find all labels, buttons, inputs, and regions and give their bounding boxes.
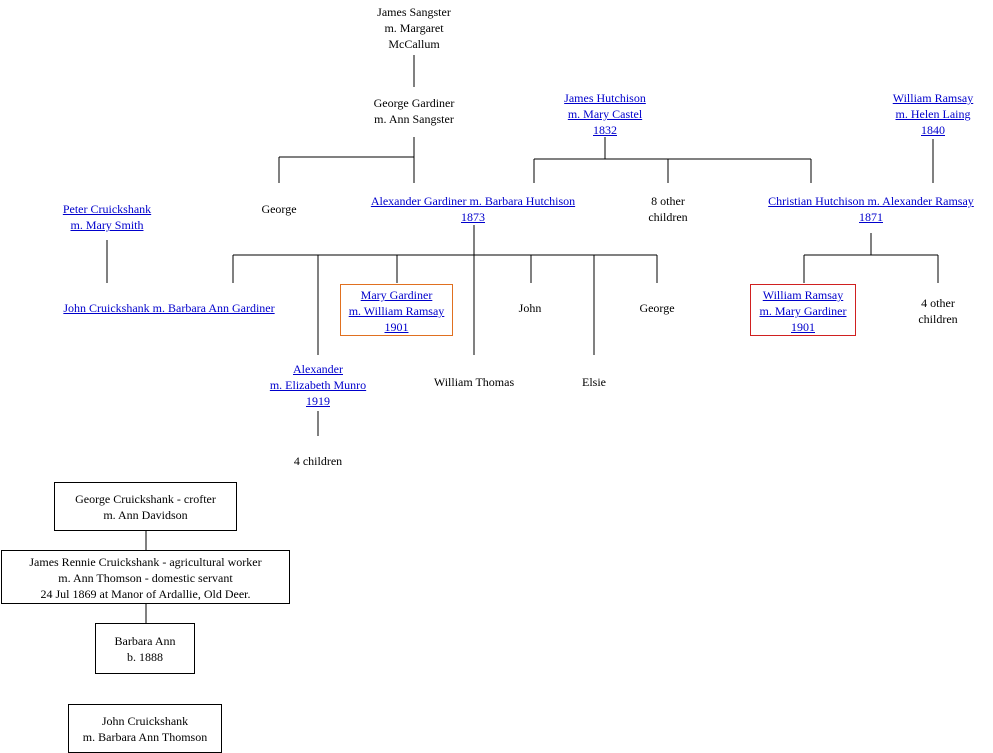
william-ramsay-jr-link-line1[interactable]: William Ramsay [762, 288, 844, 302]
william-ramsay-jr-link-year[interactable]: 1901 [791, 320, 815, 334]
person-william-ramsay-jr: William Ramsay m. Mary Gardiner 1901 [750, 284, 856, 336]
eight-other-children: 8 other children [648, 194, 688, 224]
alexander-gardiner-link[interactable]: Alexander Gardiner m. Barbara Hutchison [370, 194, 576, 208]
person-christian-hutchison: Christian Hutchison m. Alexander Ramsay … [743, 193, 993, 225]
william-ramsay-jr-link-line2[interactable]: m. Mary Gardiner [759, 304, 847, 318]
person-george-cruickshank: George Cruickshank - crofter m. Ann Davi… [54, 482, 237, 531]
william-ramsay-sr-link-line2[interactable]: m. Helen Laing [895, 107, 971, 121]
james-hutchison-link-line1[interactable]: James Hutchison [564, 91, 646, 105]
mary-gardiner-link-line2[interactable]: m. William Ramsay [348, 304, 445, 318]
james-hutchison-link-year[interactable]: 1832 [593, 123, 617, 137]
person-john-cruickshank-barbara: John Cruickshank m. Barbara Ann Gardiner [30, 300, 308, 316]
john-cruickshank-barbara-link[interactable]: John Cruickshank m. Barbara Ann Gardiner [63, 301, 275, 315]
mary-gardiner-link-year[interactable]: 1901 [384, 320, 409, 334]
william-ramsay-sr-link-line1[interactable]: William Ramsay [892, 91, 974, 105]
person-peter-cruickshank: Peter Cruickshank m. Mary Smith [37, 201, 177, 233]
person-george: George [261, 202, 297, 216]
alexander-munro-link-line1[interactable]: Alexander [293, 362, 343, 376]
person-alexander-munro: Alexander m. Elizabeth Munro 1919 [250, 361, 386, 409]
person-george-2: George [639, 301, 675, 315]
person-elsie: Elsie [582, 375, 606, 389]
william-ramsay-sr-link-year[interactable]: 1840 [921, 123, 945, 137]
christian-hutchison-link[interactable]: Christian Hutchison m. Alexander Ramsay [768, 194, 974, 208]
person-george-gardiner: George Gardiner m. Ann Sangster [373, 96, 455, 126]
person-barbara-ann: Barbara Ann b. 1888 [95, 623, 195, 674]
person-william-thomas: William Thomas [433, 375, 515, 389]
peter-cruickshank-link-line1[interactable]: Peter Cruickshank [62, 202, 152, 216]
person-william-ramsay-sr: William Ramsay m. Helen Laing 1840 [868, 90, 993, 138]
alexander-gardiner-link-year[interactable]: 1873 [461, 210, 485, 224]
person-mary-gardiner: Mary Gardiner m. William Ramsay 1901 [340, 284, 453, 336]
peter-cruickshank-link-line2[interactable]: m. Mary Smith [70, 218, 144, 232]
person-james-rennie-cruickshank: James Rennie Cruickshank - agricultural … [1, 550, 290, 604]
christian-hutchison-link-year[interactable]: 1871 [859, 210, 883, 224]
james-hutchison-link-line2[interactable]: m. Mary Castel [567, 107, 643, 121]
mary-gardiner-link-line1[interactable]: Mary Gardiner [360, 288, 433, 302]
person-john-cruickshank-thomson: John Cruickshank m. Barbara Ann Thomson [68, 704, 222, 753]
person-john: John [518, 301, 542, 315]
person-james-hutchison: James Hutchison m. Mary Castel 1832 [535, 90, 675, 138]
alexander-munro-link-line2[interactable]: m. Elizabeth Munro [269, 378, 367, 392]
person-james-sangster: James Sangster m. Margaret McCallum [377, 5, 451, 51]
four-other-children: 4 other children [918, 296, 958, 326]
four-children: 4 children [293, 454, 343, 468]
person-alexander-gardiner: Alexander Gardiner m. Barbara Hutchison … [343, 193, 603, 225]
alexander-munro-link-year[interactable]: 1919 [306, 394, 330, 408]
